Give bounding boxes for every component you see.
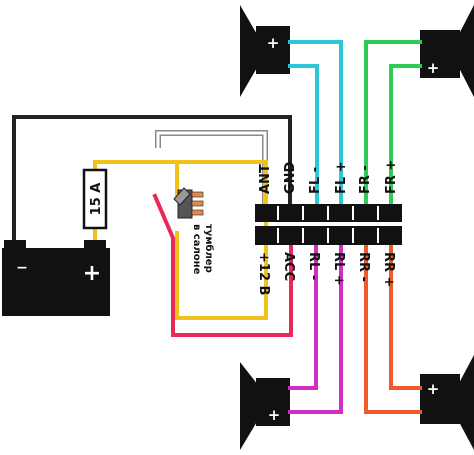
pin-label-fl-minus: FL - xyxy=(308,167,323,194)
speaker-rear-right: + xyxy=(420,355,474,450)
pin-label-fr-minus: FR - xyxy=(358,165,373,194)
wire-fr-minus xyxy=(364,40,422,213)
wire-fl-plus xyxy=(288,40,343,213)
pin-label-fr-plus: FR + xyxy=(384,160,399,194)
battery: − + xyxy=(2,240,110,316)
speaker-fl-plus-symbol: + xyxy=(267,34,280,52)
fuse: 15 A xyxy=(82,168,108,230)
wire-acc xyxy=(152,193,293,337)
wire-ground xyxy=(12,115,292,246)
pin-label-rl-minus: RL - xyxy=(306,252,321,280)
speaker-rl-plus-symbol: + xyxy=(268,406,281,424)
pin-label-rl-plus: RL + xyxy=(331,252,346,286)
pin-label-rr-minus: RR - xyxy=(356,252,371,282)
battery-minus-symbol: − xyxy=(16,260,28,276)
wire-fr-plus xyxy=(389,64,422,213)
wire-rl-minus xyxy=(288,231,318,390)
speaker-fr-plus-symbol: + xyxy=(427,59,440,77)
switch-label-line2: в салоне xyxy=(191,224,202,275)
battery-plus-symbol: + xyxy=(83,261,101,286)
pin-label-fl-plus: FL + xyxy=(334,161,349,194)
switch: тумблер в салоне xyxy=(173,187,215,275)
pin-label-acc: ACC xyxy=(281,252,296,281)
connector-bottom-labels: +12 B ACC RL - RL + RR - RR + xyxy=(256,252,396,295)
fuse-label: 15 A xyxy=(89,183,104,216)
head-unit-connector xyxy=(255,204,402,245)
speaker-rr-plus-symbol: + xyxy=(427,380,440,398)
connector-top-labels: ANT GND FL - FL + FR - FR + xyxy=(258,160,399,194)
pin-label-ant: ANT xyxy=(258,164,273,194)
switch-label-line1: тумблер xyxy=(203,224,215,273)
wire-constant-12v xyxy=(93,160,268,320)
pin-label-gnd: GND xyxy=(283,161,298,194)
speaker-rear-left: + xyxy=(240,362,290,450)
speaker-front-right: + xyxy=(420,5,474,97)
wire-rr-minus xyxy=(364,231,422,414)
wire-fl-minus xyxy=(288,64,319,213)
wire-rr-plus xyxy=(389,231,422,390)
pin-label-rr-plus: RR + xyxy=(381,252,396,287)
speaker-front-left: + xyxy=(240,5,290,97)
pin-label-12v: +12 B xyxy=(256,252,271,295)
wire-rl-plus xyxy=(288,231,343,414)
